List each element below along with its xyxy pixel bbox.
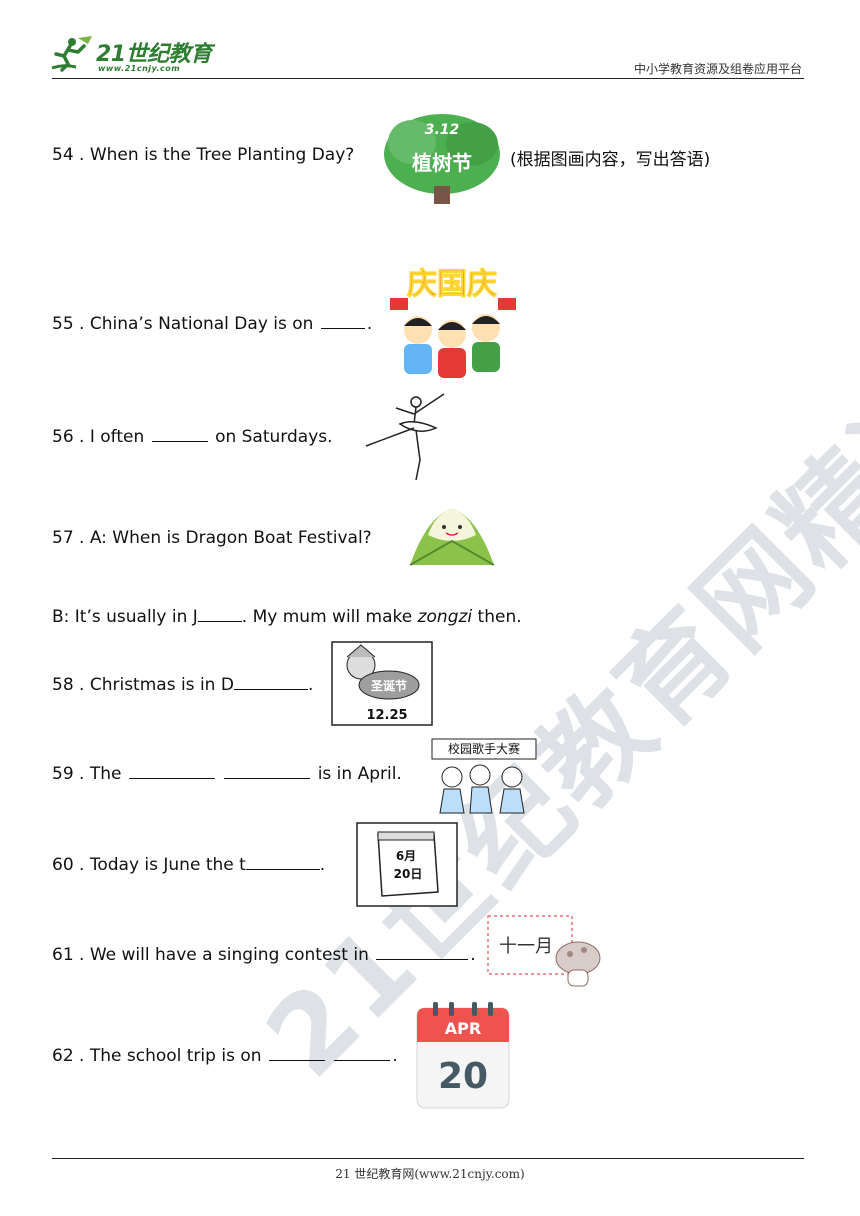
calendar-june-image: 6月 20日 (356, 822, 458, 907)
answer-blank[interactable] (151, 427, 208, 442)
answer-blank[interactable] (245, 855, 320, 870)
tree-day-date: 3.12 (425, 122, 460, 138)
question-54: 54 . When is the Tree Planting Day? (52, 145, 354, 165)
november-image: 十一月 (487, 915, 601, 987)
christmas-label: 圣诞节 (370, 678, 407, 693)
answer-blank[interactable] (224, 764, 311, 779)
question-57: 57 . A: When is Dragon Boat Festival? (52, 528, 372, 548)
singing-contest-label: 校园歌手大赛 (448, 741, 520, 756)
question-58: 58 . Christmas is in D. (52, 675, 314, 695)
question-56: 56 . I often on Saturdays. (52, 427, 333, 447)
header-tagline: 中小学教育资源及组卷应用平台 (633, 62, 802, 76)
question-54-note: (根据图画内容，写出答语) (510, 150, 711, 170)
answer-blank[interactable] (128, 764, 215, 779)
question-57-answer: B: It’s usually in J. My mum will make z… (52, 607, 522, 627)
question-55-text: 55 . China’s National Day is on (52, 314, 314, 334)
runner-icon (51, 36, 92, 72)
national-day-label: 庆国庆 (407, 267, 497, 302)
question-55: 55 . China’s National Day is on . (52, 314, 373, 334)
christmas-date: 12.25 (366, 708, 407, 723)
answer-blank[interactable] (376, 945, 469, 960)
calendar-day: 20 (438, 1056, 488, 1097)
question-61: 61 . We will have a singing contest in . (52, 945, 476, 965)
calendar-month: 6月 (396, 849, 416, 863)
footer-text: 21 世纪教育网(www.21cnjy.com) (335, 1167, 525, 1181)
singing-contest-image: 校园歌手大赛 (431, 738, 537, 814)
answer-blank[interactable] (197, 607, 242, 622)
logo-text: 21世纪教育 (96, 42, 212, 67)
tree-day-label: 植树节 (412, 151, 472, 175)
answer-blank[interactable] (268, 1046, 325, 1061)
calendar-month: APR (445, 1019, 481, 1038)
question-54-text: 54 . When is the Tree Planting Day? (52, 145, 355, 165)
logo-url: www.21cnjy.com (98, 64, 181, 73)
question-59: 59 . The is in April. (52, 764, 402, 784)
answer-blank[interactable] (233, 675, 308, 690)
question-60: 60 . Today is June the t. (52, 855, 326, 875)
calendar-april-image: APR 20 (416, 1002, 510, 1109)
zongzi-image (409, 509, 495, 566)
november-label: 十一月 (499, 936, 553, 957)
calendar-day: 20日 (394, 867, 423, 881)
ballet-dancer-image (365, 393, 445, 481)
header-divider (52, 78, 804, 79)
national-day-image: 庆国庆 (390, 267, 516, 378)
footer-divider (52, 1158, 804, 1159)
answer-blank[interactable] (334, 1046, 391, 1061)
answer-blank[interactable] (320, 314, 365, 329)
question-62: 62 . The school trip is on . (52, 1046, 398, 1066)
christmas-image: 圣诞节 12.25 (331, 641, 433, 726)
tree-planting-day-image: 3.12 植树节 (384, 114, 500, 204)
site-logo: 21世纪教育 www.21cnjy.com (48, 34, 218, 78)
